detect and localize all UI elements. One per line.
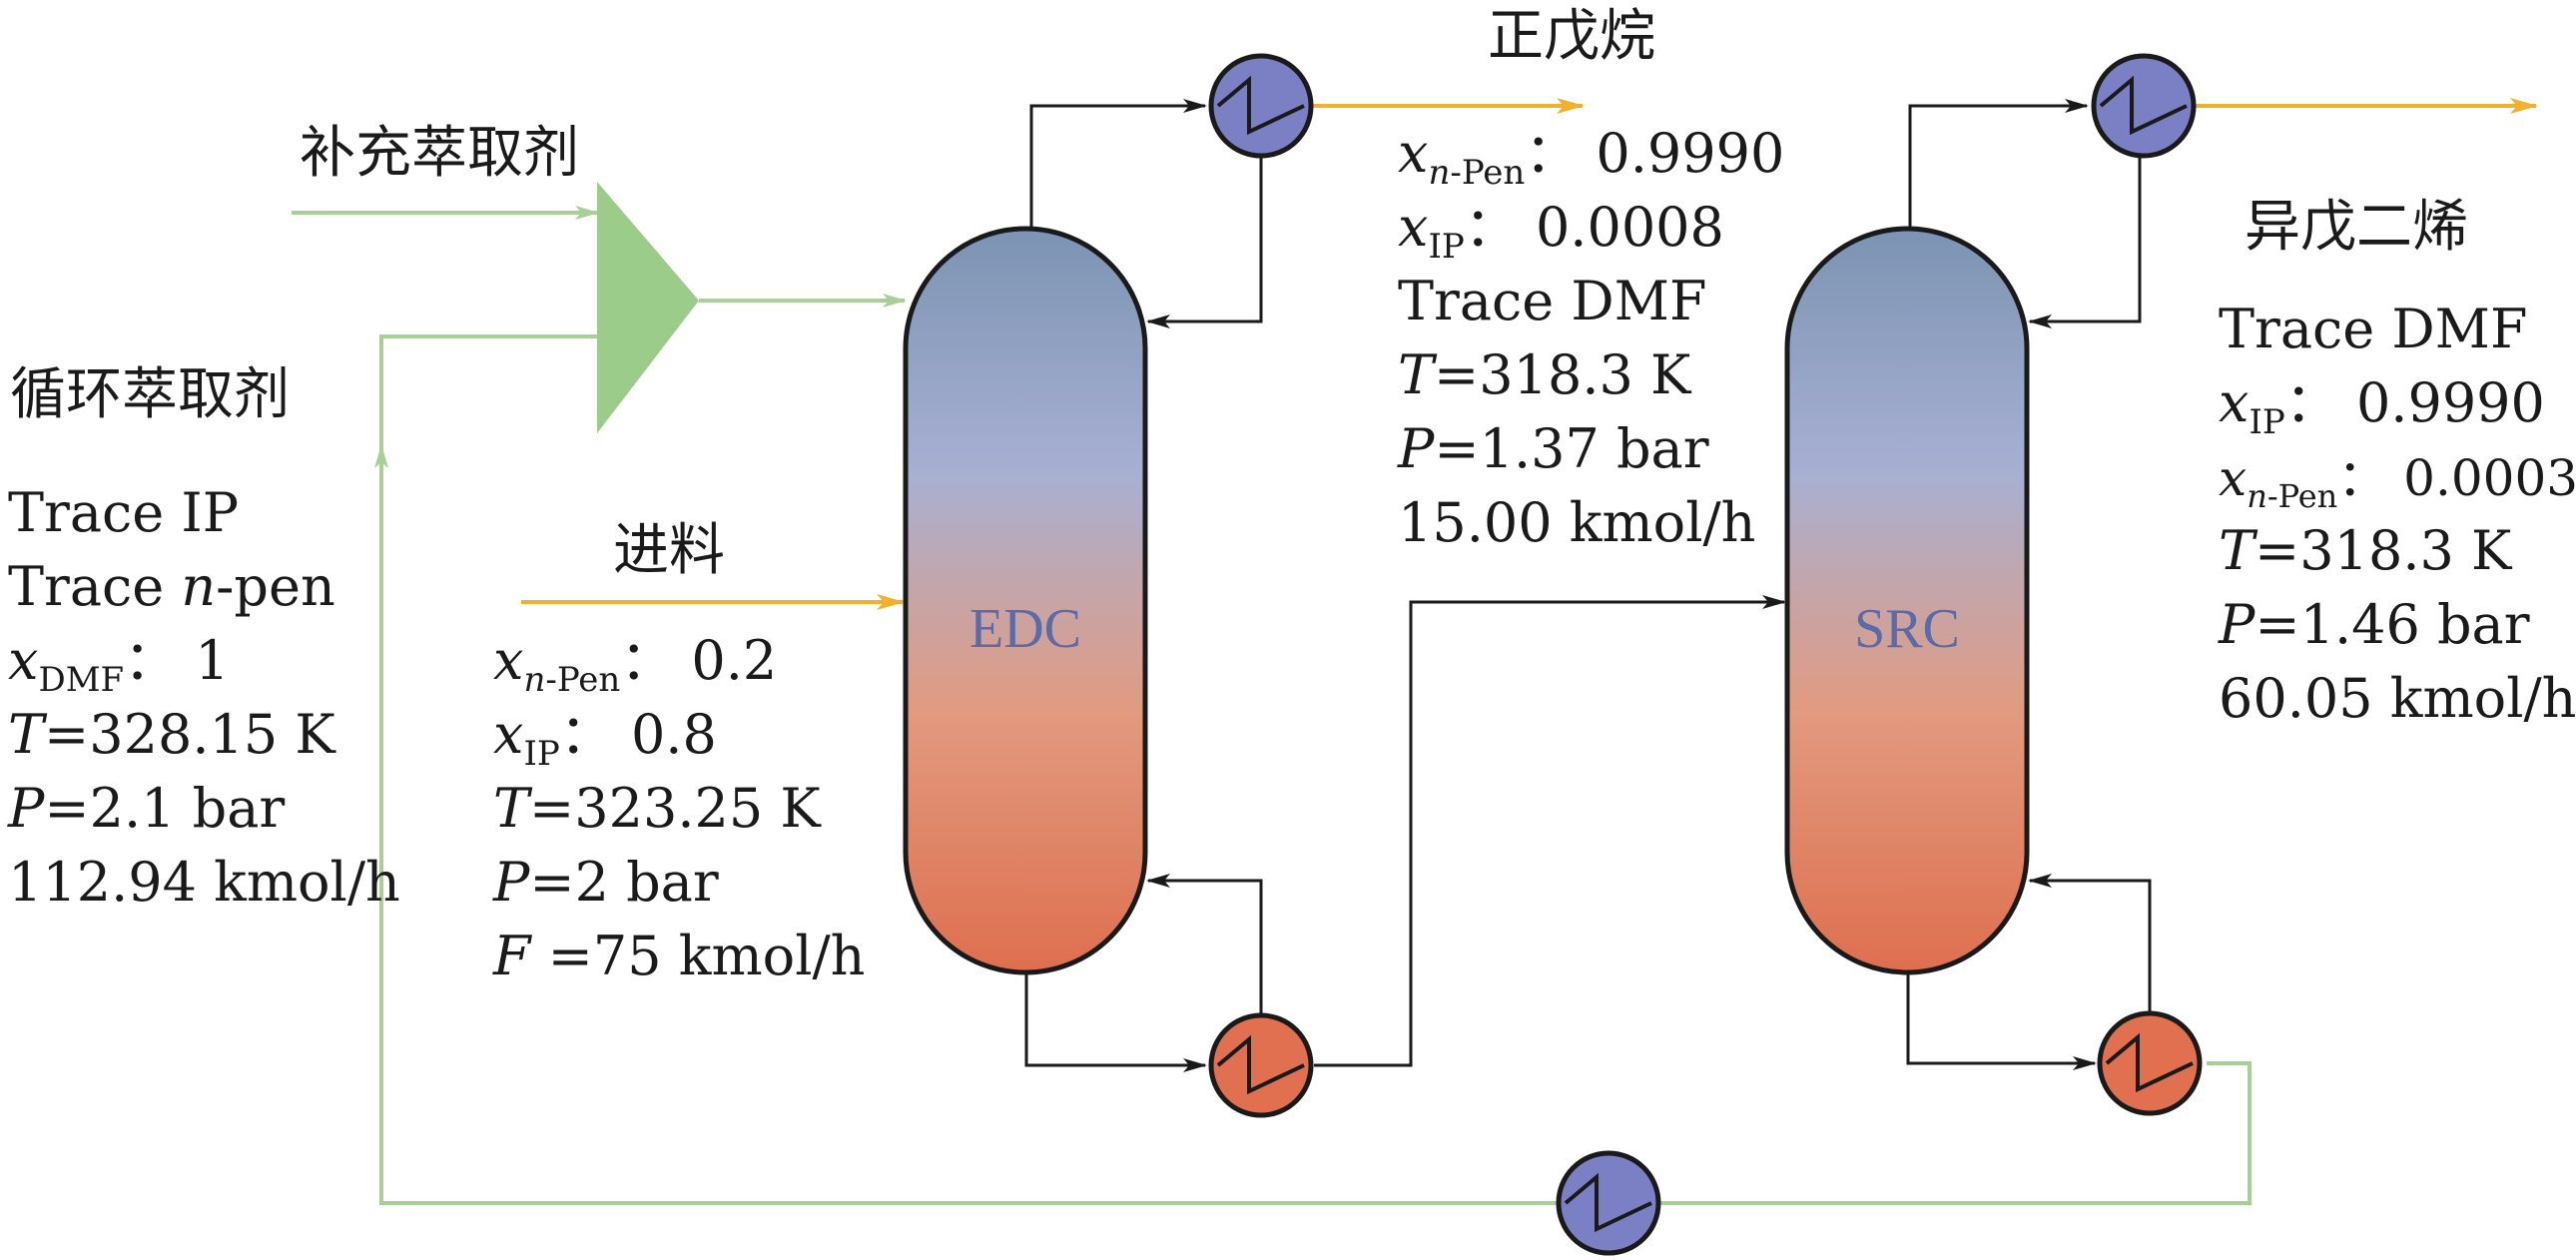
npentane-flow: 15.00 kmol/h <box>1398 491 1755 554</box>
isoprene-x-npen: xn-Pen： 0.0003 <box>2219 449 2576 515</box>
isoprene-flow: 60.05 kmol/h <box>2219 667 2576 730</box>
src-condenser-icon <box>2091 53 2197 159</box>
edc-column <box>903 226 1148 975</box>
feed-label: 进料 <box>613 518 725 583</box>
npentane-temperature: T=318.3 K <box>1398 343 1692 406</box>
src-reboiler-icon <box>2097 1010 2203 1116</box>
recycle-temperature: T=328.15 K <box>8 703 336 766</box>
feed-flow: F =75 kmol/h <box>492 925 865 987</box>
npentane-pressure: P=1.37 bar <box>1397 417 1709 480</box>
feed-conditions: xn-Pen： 0.2 xIP： 0.8 T=323.25 K P=2 bar … <box>492 629 865 987</box>
isoprene-x-ip: xIP： 0.9990 <box>2219 371 2545 442</box>
npentane-x-ip: xIP： 0.0008 <box>1398 196 1724 267</box>
recycle-pressure: P=2.1 bar <box>7 777 285 840</box>
recycle-solvent-label: 循环萃取剂 <box>10 362 290 427</box>
recycle-trace-npen: Trace n-pen <box>8 555 335 618</box>
feed-pressure: P=2 bar <box>492 851 719 914</box>
recycle-trace-ip: Trace IP <box>8 481 239 544</box>
isoprene-pressure: P=1.46 bar <box>2218 593 2530 656</box>
feed-x-npen: xn-Pen： 0.2 <box>493 629 777 700</box>
npentane-x-npen: xn-Pen： 0.9990 <box>1398 122 1784 193</box>
isoprene-conditions: Trace DMF xIP： 0.9990 xn-Pen： 0.0003 T=3… <box>2218 298 2576 730</box>
src-bottom-lines <box>1906 874 2152 1070</box>
edc-bottom-lines <box>1024 595 1786 1072</box>
makeup-solvent-label: 补充萃取剂 <box>300 121 579 186</box>
src-column <box>1784 226 2030 975</box>
recycle-conditions: Trace IP Trace n-pen xDMF： 1 T=328.15 K … <box>7 481 400 914</box>
feed-temperature: T=323.25 K <box>493 777 822 840</box>
edc-label: EDC <box>969 598 1081 660</box>
src-label: SRC <box>1854 598 1960 660</box>
edc-reboiler-icon <box>1208 1012 1314 1118</box>
recycle-flow: 112.94 kmol/h <box>8 851 400 914</box>
recycle-x-dmf: xDMF： 1 <box>8 629 230 700</box>
isoprene-temperature: T=318.3 K <box>2219 519 2513 582</box>
feed-x-ip: xIP： 0.8 <box>493 703 717 774</box>
isoprene-label: 异戊二烯 <box>2245 195 2468 260</box>
npentane-label: 正戊烷 <box>1488 4 1655 69</box>
edc-condenser-icon <box>1208 53 1314 159</box>
recycle-line <box>292 206 2252 1205</box>
npentane-conditions: xn-Pen： 0.9990 xIP： 0.0008 Trace DMF T=3… <box>1397 122 1784 554</box>
npentane-trace: Trace DMF <box>1398 270 1706 332</box>
mixer-icon <box>597 182 699 433</box>
src-overhead-lines <box>1908 99 2142 328</box>
isoprene-trace: Trace DMF <box>2219 298 2527 360</box>
recycle-cooler-icon <box>1556 1150 1661 1256</box>
edc-overhead-lines <box>1029 99 1263 328</box>
